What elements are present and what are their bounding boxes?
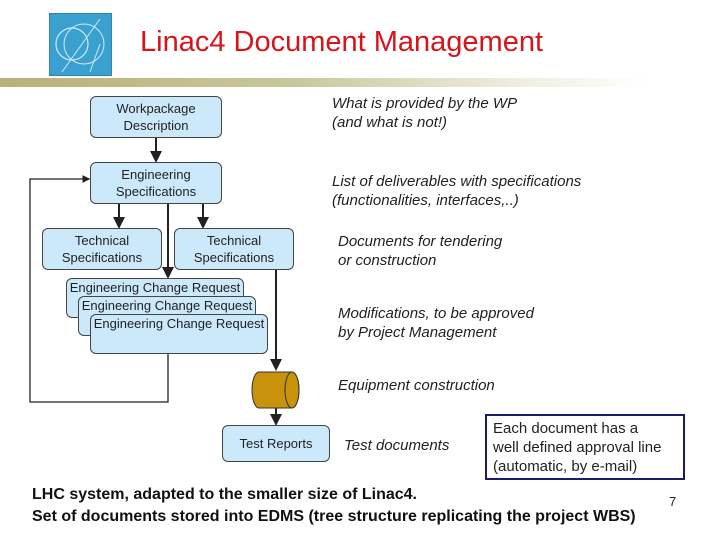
- callout-text: (automatic, by e-mail): [493, 458, 638, 475]
- note-test-docs: Test documents: [344, 437, 450, 454]
- note-text: List of deliverables with specifications: [332, 173, 582, 190]
- engineering-specifications-box[interactable]: Engineering Specifications: [90, 162, 222, 204]
- note-text: (and what is not!): [332, 114, 448, 131]
- callout-text: Each document has a: [493, 420, 639, 437]
- callout-text: well defined approval line: [493, 439, 662, 456]
- approval-callout: Each document has a well defined approva…: [485, 414, 685, 480]
- page-number: 7: [669, 494, 677, 509]
- technical-specifications-box-1[interactable]: Technical Specifications: [42, 228, 162, 270]
- note-text: or construction: [338, 252, 437, 269]
- note-ts: Documents for tendering or construction: [338, 232, 502, 270]
- note-text: (functionalities, interfaces,..): [332, 192, 519, 209]
- test-reports-box[interactable]: Test Reports: [222, 425, 330, 462]
- technical-specifications-box-2[interactable]: Technical Specifications: [174, 228, 294, 270]
- ecr-box-front[interactable]: Engineering Change Request: [90, 314, 268, 354]
- note-es: List of deliverables with specifications…: [332, 172, 581, 210]
- header-divider: [0, 78, 720, 87]
- note-wp: What is provided by the WP (and what is …: [332, 94, 517, 132]
- footer-line-2: Set of documents stored into EDMS (tree …: [32, 508, 636, 525]
- note-equipment: Equipment construction: [338, 377, 495, 394]
- cern-logo: [49, 13, 112, 76]
- note-text: Documents for tendering: [338, 233, 503, 250]
- note-ecr: Modifications, to be approved by Project…: [338, 304, 534, 342]
- note-text: by Project Management: [338, 324, 497, 341]
- page-title: Linac4 Document Management: [140, 26, 544, 58]
- note-text: What is provided by the WP: [332, 95, 518, 112]
- workpackage-description-box[interactable]: Workpackage Description: [90, 96, 222, 138]
- equipment-cylinder: [251, 371, 300, 409]
- note-text: Modifications, to be approved: [338, 305, 534, 322]
- feedback-loop: [29, 175, 169, 403]
- footer-line-1: LHC system, adapted to the smaller size …: [32, 486, 417, 503]
